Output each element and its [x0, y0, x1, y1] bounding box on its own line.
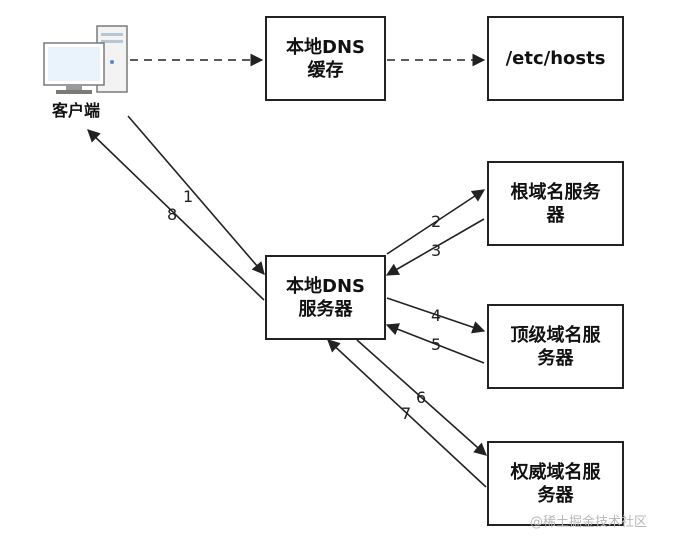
step-label-5: 5 — [431, 335, 442, 354]
root-server-label: 根域名服务 器 — [510, 181, 601, 226]
step-label-2: 2 — [431, 212, 442, 231]
root-server-box: 根域名服务 器 — [487, 161, 624, 246]
arrow-6 — [356, 339, 487, 456]
desktop-computer-icon — [43, 25, 128, 94]
arrow-2 — [386, 189, 486, 255]
step-label-7: 7 — [401, 404, 412, 423]
client-label: 客户端 — [52, 101, 101, 120]
local-dns-cache-box: 本地DNS 缓存 — [265, 16, 386, 101]
arrow-1 — [127, 115, 265, 275]
arrow-8 — [87, 129, 265, 301]
step-label-1: 1 — [183, 187, 194, 206]
authoritative-server-label: 权威域名服 务器 — [510, 461, 601, 506]
arrow-3 — [385, 218, 485, 276]
step-label-3: 3 — [431, 241, 442, 260]
tld-server-label: 顶级域名服 务器 — [510, 324, 601, 369]
tld-server-box: 顶级域名服 务器 — [487, 304, 624, 389]
local-dns-cache-label: 本地DNS 缓存 — [286, 36, 365, 81]
authoritative-server-box: 权威域名服 务器 — [487, 441, 624, 526]
local-dns-server-box: 本地DNS 服务器 — [265, 255, 386, 340]
arrow-5 — [385, 323, 485, 364]
step-label-4: 4 — [431, 306, 442, 325]
arrow-7 — [327, 339, 487, 488]
arrow-4 — [386, 297, 486, 334]
watermark: @稀土掘金技术社区 — [530, 515, 648, 530]
hosts-file-label: /etc/hosts — [505, 48, 606, 69]
step-label-8: 8 — [167, 205, 178, 224]
local-dns-server-label: 本地DNS 服务器 — [286, 275, 365, 320]
step-label-6: 6 — [416, 388, 427, 407]
hosts-file-box: /etc/hosts — [487, 16, 624, 101]
